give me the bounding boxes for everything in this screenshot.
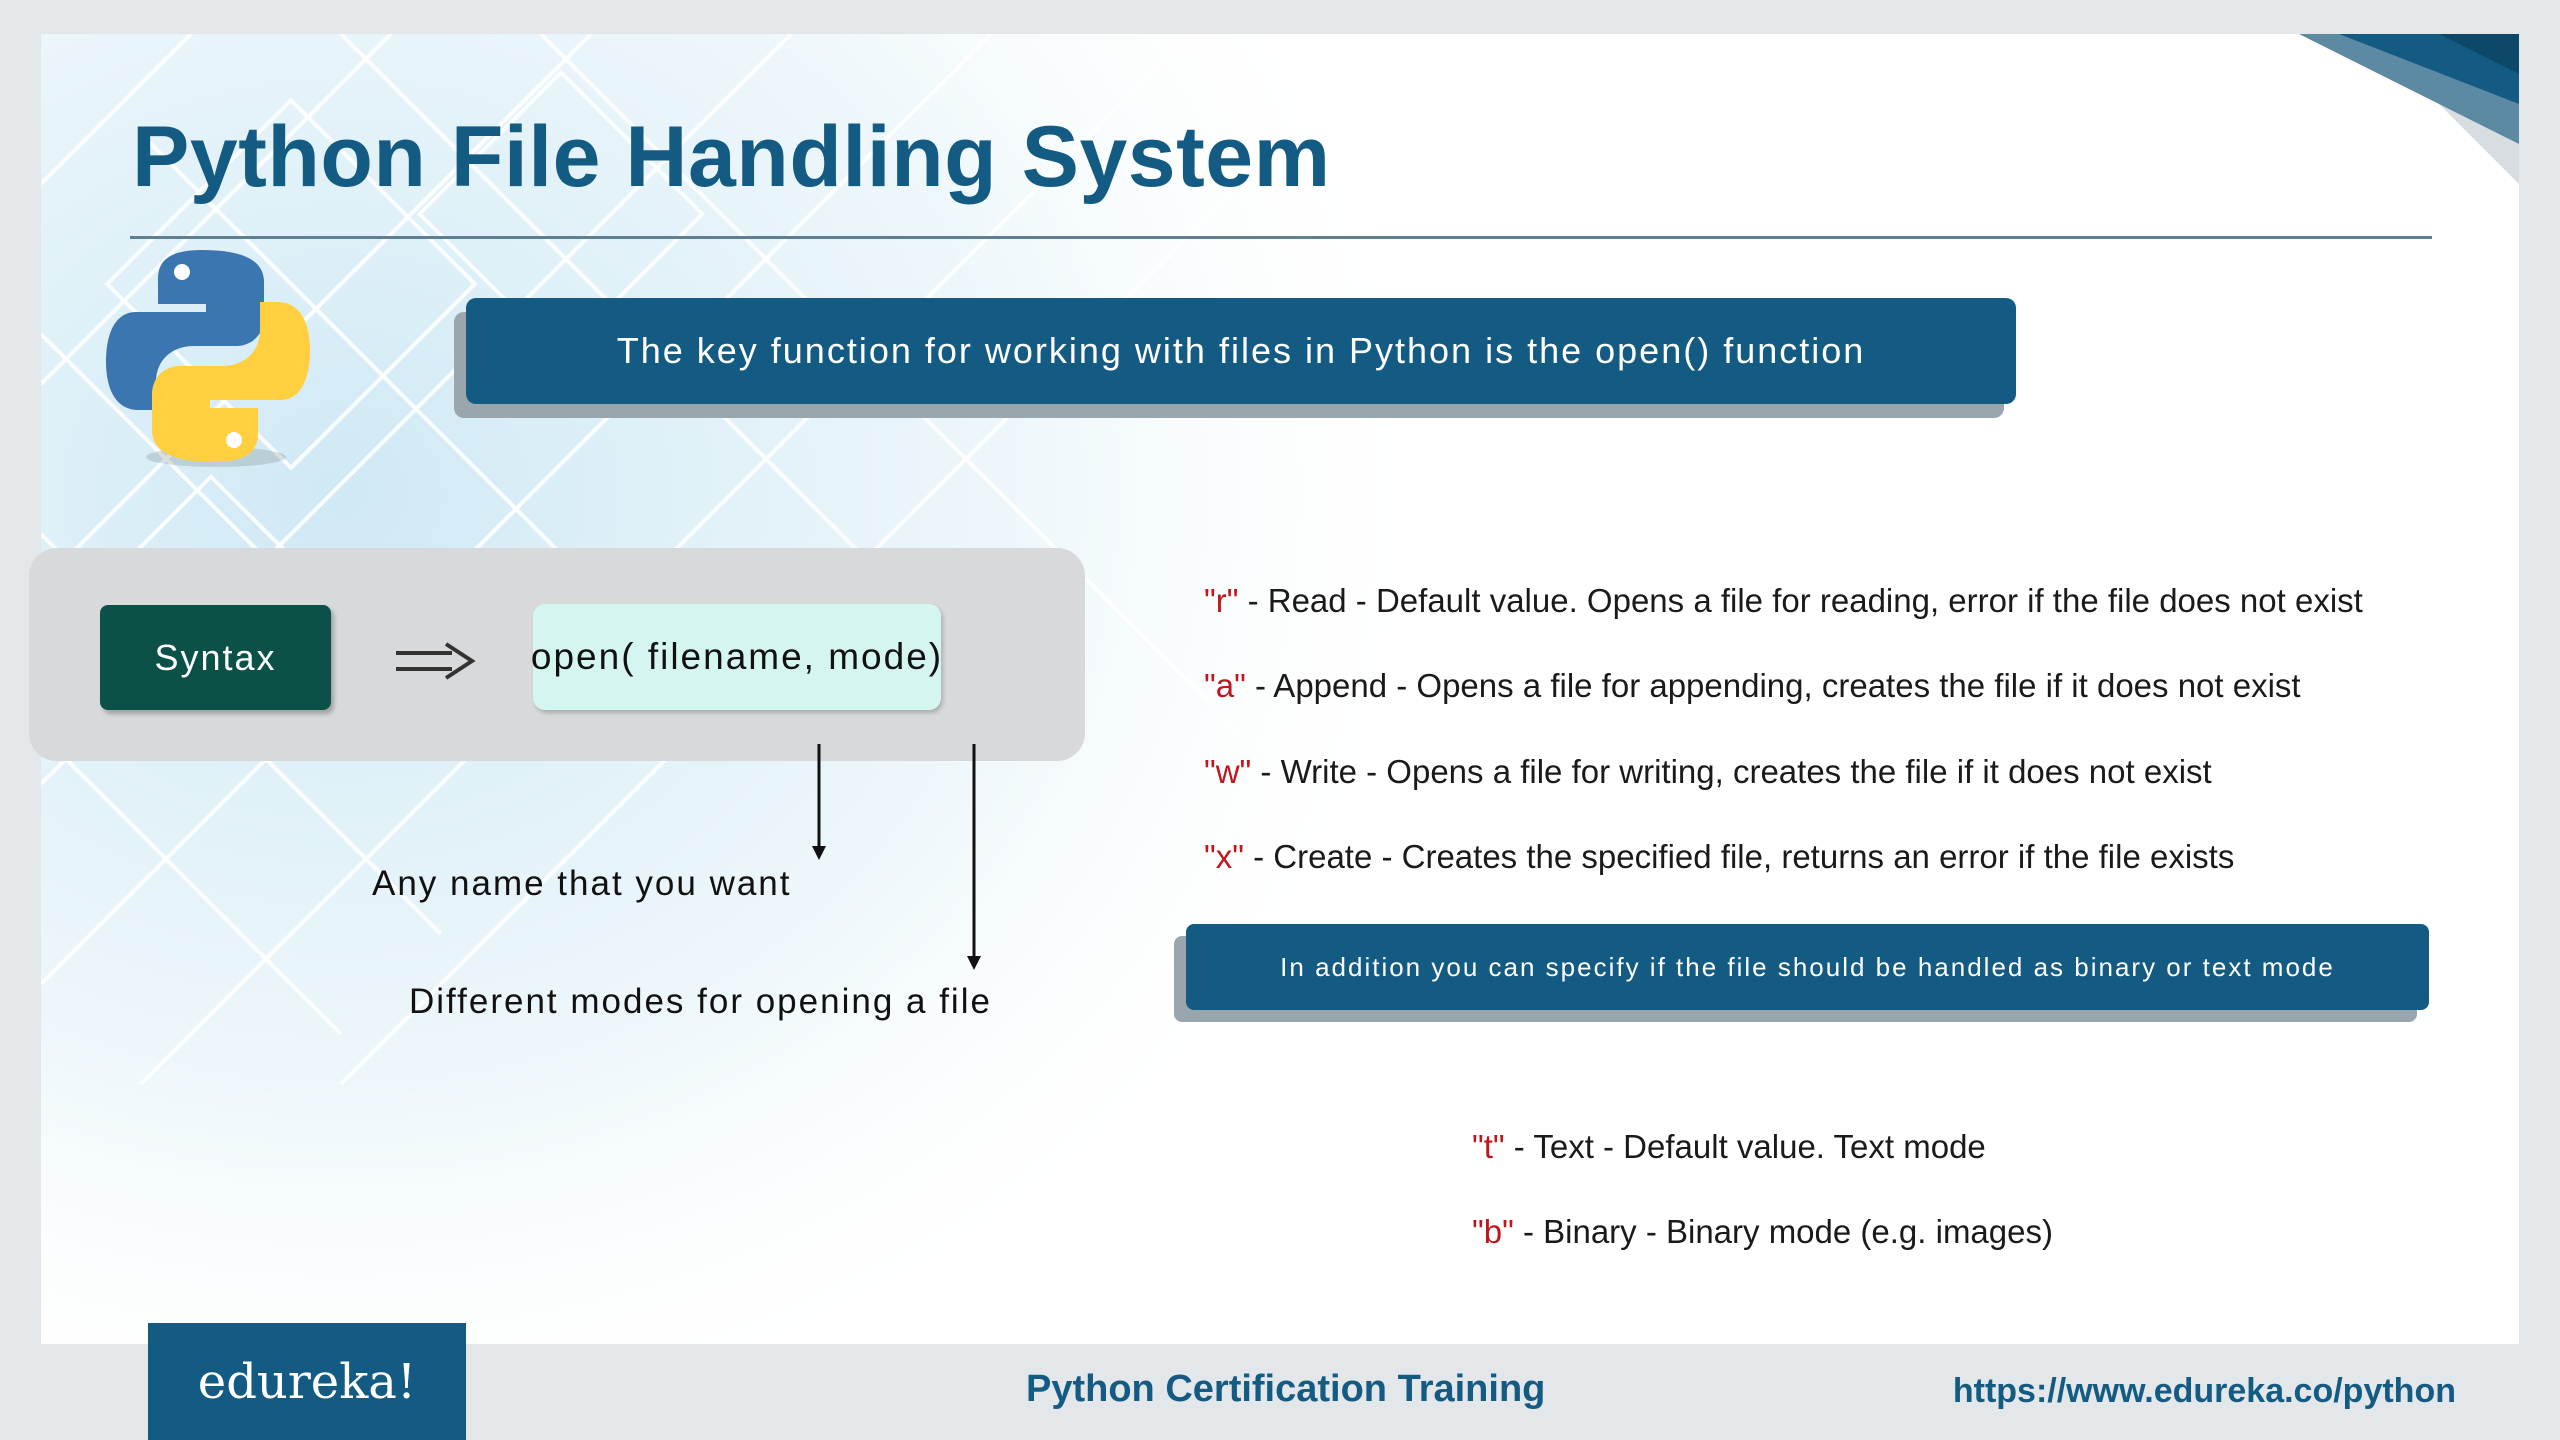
mode-key: "w" (1204, 753, 1252, 790)
mode-write: "w" - Write - Opens a file for writing, … (1204, 753, 2212, 791)
brand-logo: edureka! (148, 1323, 466, 1440)
python-logo-icon (106, 250, 310, 467)
mode-create: "x" - Create - Creates the specified fil… (1204, 838, 2234, 876)
corner-decoration (2299, 34, 2519, 184)
course-title: Python Certification Training (1026, 1368, 1546, 1410)
mode-key: "b" (1472, 1213, 1514, 1250)
page-title: Python File Handling System (132, 109, 1331, 205)
mode-key: "x" (1204, 838, 1244, 875)
syntax-label: Syntax (100, 605, 331, 710)
mode-description: - Append - Opens a file for appending, c… (1245, 667, 2301, 704)
key-function-banner: The key function for working with files … (466, 298, 2016, 404)
mode-description: - Create - Creates the specified file, r… (1243, 838, 2235, 875)
filename-annotation: Any name that you want (372, 864, 792, 903)
mode-description: - Read - Default value. Opens a file for… (1238, 582, 2363, 619)
mode-description: - Text - Default value. Text mode (1504, 1128, 1986, 1165)
mode-read: "r" - Read - Default value. Opens a file… (1204, 582, 2363, 620)
mode-key: "t" (1472, 1128, 1505, 1165)
mode-description: - Write - Opens a file for writing, crea… (1251, 753, 2212, 790)
mode-binary: "b" - Binary - Binary mode (e.g. images) (1472, 1213, 2053, 1251)
double-right-arrow-icon (396, 642, 476, 680)
mode-description: - Binary - Binary mode (e.g. images) (1513, 1213, 2053, 1250)
syntax-code: open( filename, mode) (531, 604, 941, 710)
course-url[interactable]: https://www.edureka.co/python (1952, 1372, 2456, 1410)
title-divider (130, 236, 2432, 239)
mode-annotation: Different modes for opening a file (409, 982, 992, 1021)
mode-key: "a" (1204, 667, 1246, 704)
binary-text-banner: In addition you can specify if the file … (1186, 924, 2429, 1010)
mode-text: "t" - Text - Default value. Text mode (1472, 1128, 1986, 1166)
mode-append: "a" - Append - Opens a file for appendin… (1204, 667, 2301, 705)
mode-key: "r" (1204, 582, 1239, 619)
